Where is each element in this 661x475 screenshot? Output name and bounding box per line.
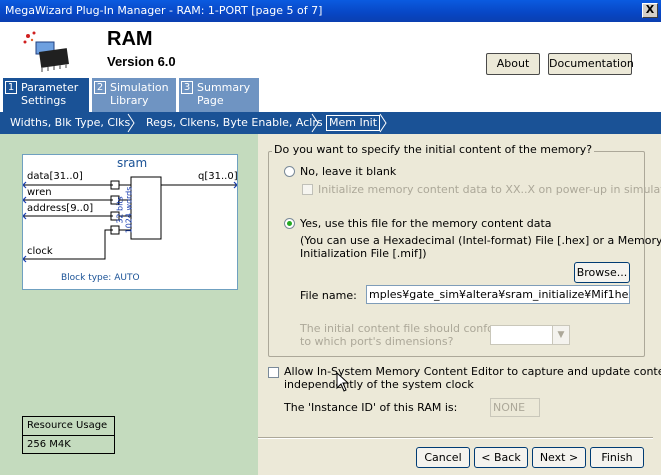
- footer-separator: [258, 437, 653, 439]
- resource-usage-value: 256 M4K: [23, 435, 114, 453]
- tab-label-line1: Parameter: [21, 81, 79, 94]
- resource-usage-header: Resource Usage: [27, 420, 108, 431]
- file-name-input[interactable]: mples¥gate_sim¥altera¥sram_initialize¥Mi…: [366, 285, 630, 304]
- memory-init-question: Do you want to specify the initial conte…: [272, 143, 595, 156]
- breadcrumb-mem-init[interactable]: Mem Init: [326, 115, 381, 131]
- core-bits: 32 bits: [115, 196, 125, 224]
- core-words: 1024 words: [124, 186, 134, 234]
- file-name-label: File name:: [300, 289, 357, 302]
- tab-label-line1: Summary: [197, 81, 251, 94]
- chevron-down-icon: ▼: [552, 326, 569, 344]
- radio-use-file[interactable]: [284, 218, 295, 229]
- window-title: MegaWizard Plug-In Manager - RAM: 1-PORT…: [5, 4, 323, 17]
- file-format-hint-1: (You can use a Hexadecimal (Intel-format…: [300, 234, 661, 247]
- page-title: RAM: [107, 28, 153, 50]
- resource-usage-box: Resource Usage 256 M4K: [22, 416, 115, 454]
- header: RAM Version 6.0 About Documentation: [0, 22, 661, 76]
- documentation-button[interactable]: Documentation: [548, 53, 634, 75]
- chevron-right-icon: [127, 113, 135, 133]
- chevron-right-icon: [379, 113, 387, 133]
- mouse-cursor-icon: [336, 372, 350, 392]
- tab-number: 2: [94, 81, 106, 94]
- chevron-right-icon: [311, 113, 319, 133]
- symbol-panel: sram data[31..0] wren address[9..0] cloc…: [0, 134, 258, 475]
- file-format-hint-2: Initialization File [.mif]): [300, 247, 427, 260]
- radio-selected-dot: [287, 221, 292, 226]
- insystem-editor-label-2[interactable]: independently of the system clock: [284, 378, 474, 391]
- browse-button[interactable]: Browse...: [574, 262, 630, 283]
- back-button[interactable]: < Back: [474, 447, 528, 468]
- tab-label-line1: Simulation: [110, 81, 169, 94]
- radio-use-file-label[interactable]: Yes, use this file for the memory conten…: [300, 217, 552, 230]
- close-button[interactable]: X: [642, 3, 658, 18]
- finish-button[interactable]: Finish: [590, 447, 644, 468]
- insystem-editor-label-1[interactable]: Allow In-System Memory Content Editor to…: [284, 365, 661, 378]
- conform-port-select[interactable]: ▼: [490, 325, 570, 345]
- instance-id-label: The 'Instance ID' of this RAM is:: [284, 401, 458, 414]
- init-xx-checkbox[interactable]: [302, 184, 313, 195]
- close-icon: X: [645, 3, 655, 16]
- port-wren: wren: [27, 187, 52, 198]
- next-button[interactable]: Next >: [532, 447, 586, 468]
- insystem-editor-checkbox[interactable]: [268, 367, 279, 378]
- tab-label-line2: Library: [110, 94, 149, 107]
- breadcrumb-regs[interactable]: Regs, Clkens, Byte Enable, Aclrs: [146, 116, 323, 129]
- about-button[interactable]: About: [486, 53, 540, 75]
- breadcrumb-widths[interactable]: Widths, Blk Type, Clks: [10, 116, 131, 129]
- megawizard-logo-icon: [23, 31, 69, 72]
- version-label: Version 6.0: [107, 54, 176, 69]
- breadcrumb: Widths, Blk Type, Clks Regs, Clkens, Byt…: [0, 112, 661, 134]
- memory-init-panel: Do you want to specify the initial conte…: [258, 134, 661, 475]
- block-symbol: sram data[31..0] wren address[9..0] cloc…: [22, 154, 238, 290]
- block-type: Block type: AUTO: [61, 273, 140, 283]
- tab-label-line2: Settings: [21, 94, 67, 107]
- conform-label-1: The initial content file should conform: [300, 322, 509, 335]
- init-xx-label: Initialize memory content data to XX..X …: [318, 183, 661, 196]
- port-data: data[31..0]: [27, 171, 83, 182]
- conform-label-2: to which port's dimensions?: [300, 335, 454, 348]
- tab-label-line2: Page: [197, 94, 224, 107]
- instance-id-field[interactable]: NONE: [490, 398, 540, 417]
- cancel-button[interactable]: Cancel: [416, 447, 470, 468]
- port-clock: clock: [27, 246, 53, 257]
- tab-number: 3: [181, 81, 193, 94]
- port-address: address[9..0]: [27, 203, 94, 214]
- block-wiring: [23, 176, 237, 263]
- port-q: q[31..0]: [198, 171, 238, 182]
- window-titlebar: MegaWizard Plug-In Manager - RAM: 1-PORT…: [0, 0, 661, 22]
- radio-no-blank-label[interactable]: No, leave it blank: [300, 165, 397, 178]
- block-name: sram: [117, 156, 148, 170]
- radio-no-blank[interactable]: [284, 166, 295, 177]
- tab-number: 1: [5, 81, 17, 94]
